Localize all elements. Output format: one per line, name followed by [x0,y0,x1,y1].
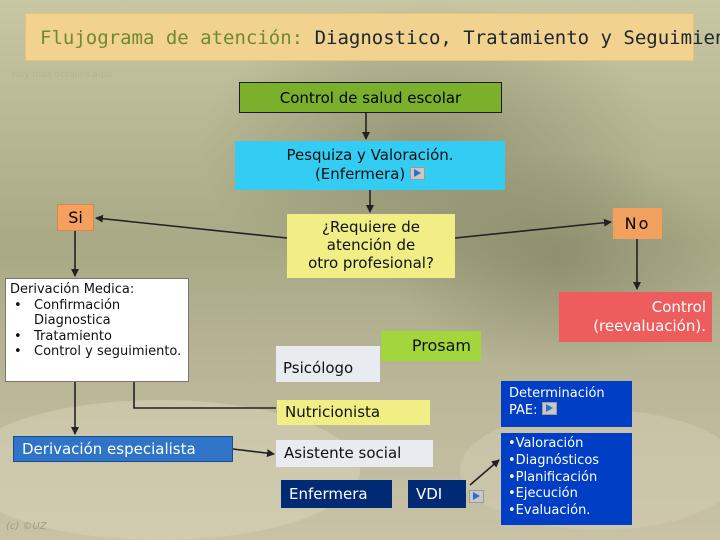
page-title: Flujograma de atención: Diagnostico, Tra… [25,13,720,61]
node-no: No [613,208,662,239]
requiere-line2: atención de [326,236,416,254]
node-enfermera: Enfermera [281,480,392,508]
determinacion-line2: PAE: [509,403,538,418]
node-psicologo: Psicólogo [276,346,380,382]
requiere-line1: ¿Requiere de [322,218,420,236]
reevaluacion-line2: (reevaluación). [593,317,706,335]
valoracion-item: •Evaluación. [508,503,591,519]
play-icon[interactable] [410,167,426,180]
connector-derivacion-branch [133,382,276,409]
arrow-requiere-to-no [454,218,612,239]
node-vdi: VDI [408,480,466,508]
derivacion-item: Control y seguimiento. [14,344,184,360]
node-control-salud: Control de salud escolar [239,82,502,113]
node-prosam: Prosam [381,331,481,361]
node-asistente-social: Asistente social [276,440,433,467]
copyright-watermark: (c) ©UZ [6,521,47,532]
derivacion-title: Derivación Medica: [10,282,135,297]
node-valoracion-list: •Valoración •Diagnósticos •Planificación… [501,433,632,525]
derivacion-item: Tratamiento [14,329,184,345]
node-pesquiza: Pesquiza y Valoración. (Enfermera) [235,141,505,190]
pesquiza-line2: (Enfermera) [314,165,406,183]
play-icon[interactable] [541,402,557,415]
arrow-requiere-to-si [95,214,288,239]
derivacion-item: Confirmación Diagnostica [14,298,184,329]
valoracion-item: •Valoración [508,436,584,451]
faded-subtitle: Hay mas detalles aquí [12,70,113,80]
title-prefix: Flujograma de atención: [40,27,304,49]
title-main: Diagnostico, Tratamiento y Seguimiento [314,27,720,49]
node-control-reevaluacion: Control (reevaluación). [559,292,712,342]
determinacion-line1: Determinación [509,386,605,401]
node-determinacion-pae: Determinación PAE: [501,381,632,427]
pesquiza-line1: Pesquiza y Valoración. [286,146,454,164]
reevaluacion-line1: Control [651,298,706,316]
play-icon[interactable] [469,490,484,503]
arrow-derivacion-to-asistente [232,448,275,458]
node-derivacion-medica: Derivación Medica: Confirmación Diagnost… [5,278,189,382]
valoracion-item: •Diagnósticos [508,452,600,468]
derivacion-list: Confirmación Diagnostica Tratamiento Con… [10,298,184,360]
node-requiere: ¿Requiere de atención de otro profesiona… [287,214,455,278]
node-nutricionista: Nutricionista [277,400,430,425]
valoracion-item: •Ejecución [508,486,578,502]
valoracion-item: •Planificación [508,469,598,485]
node-derivacion-especialista: Derivación especialista [13,436,233,462]
node-si: Si [57,204,94,231]
arrow-enfermera-vdi-to-valoracion [469,459,500,486]
requiere-line3: otro profesional? [308,254,434,272]
